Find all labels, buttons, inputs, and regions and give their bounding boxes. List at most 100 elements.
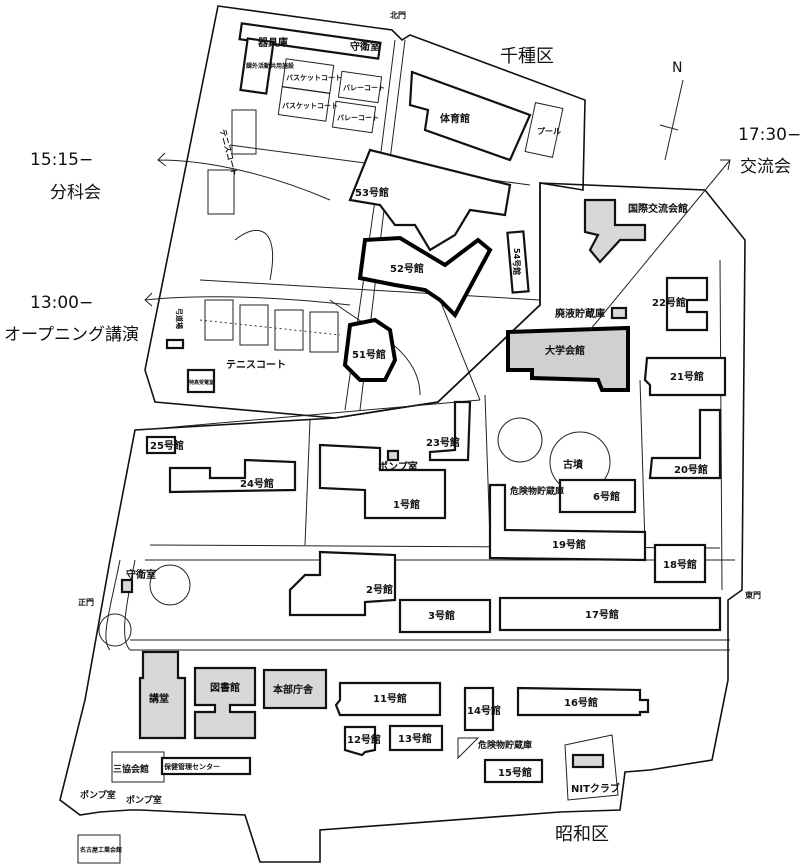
label-substation: 特高受電室: [189, 379, 214, 386]
kogyo-kaikan-box: [77, 834, 121, 864]
label-intl-house: 国際交流会館: [628, 202, 688, 215]
building-12: [343, 725, 377, 757]
building-2: [288, 550, 397, 617]
label-b52: 52号館: [390, 262, 424, 275]
label-b51: 51号館: [352, 348, 386, 361]
label-b14: 14号館: [467, 704, 501, 717]
building-16: [516, 686, 650, 717]
building-17: [498, 596, 722, 632]
east-gate-label[interactable]: 東門: [745, 590, 761, 600]
label-club-facility: 課外活動共用施設: [246, 62, 295, 70]
tennis-courts-south: [199, 299, 341, 353]
label-b1: 1号館: [393, 498, 420, 511]
label-b11: 11号館: [373, 692, 407, 705]
road: [304, 259, 723, 591]
basketball-court-2: [277, 86, 331, 122]
label-guard-main: 守衛室: [126, 568, 156, 581]
label-waste-storage: 廃液貯蔵庫: [555, 307, 605, 320]
building-20: [648, 408, 722, 480]
building-25: [145, 435, 177, 455]
tennis-court-west-1: [231, 109, 257, 155]
compass-line: [659, 79, 684, 161]
label-library: 図書館: [210, 681, 240, 694]
label-b19: 19号館: [552, 538, 586, 551]
pump-room-1: [386, 449, 400, 462]
label-volleyball-2: バレーコート: [337, 114, 379, 122]
arrow-1730: [589, 159, 731, 331]
compass-north-label: N: [672, 60, 682, 76]
tennis-court-west-2: [207, 169, 235, 215]
pool: [524, 102, 564, 158]
annotation-event-bunkakai: 分科会: [50, 183, 101, 203]
label-tennis-south: テニスコート: [226, 359, 286, 371]
roundabout: [149, 564, 191, 606]
building-14: [463, 686, 495, 732]
label-kogyo-kaikan: 名古屋工業会館: [80, 846, 122, 854]
label-b53: 53号館: [355, 186, 389, 199]
label-b22: 22号館: [652, 296, 686, 309]
label-b15: 15号館: [498, 766, 532, 779]
annotation-time-1730: 17:30−: [738, 125, 800, 145]
label-equipment: 器具庫: [257, 36, 288, 49]
label-b12: 12号館: [347, 733, 381, 746]
building-19: [488, 483, 647, 562]
volleyball-court-2: [331, 100, 377, 134]
label-sankyo: 三協会館: [113, 763, 149, 775]
label-gym: 体育館: [440, 112, 470, 125]
university-hall-building: [506, 325, 630, 392]
label-b21: 21号館: [670, 370, 704, 383]
gym-building: [408, 70, 532, 162]
label-b25: 25号館: [150, 439, 184, 452]
building-15: [483, 758, 544, 784]
building-13: [388, 724, 444, 752]
south-campus-boundary: [59, 182, 746, 863]
hazmat-storage-2-marker: [457, 737, 480, 760]
archery-range-marker: [165, 338, 185, 350]
nit-club-lot: [564, 734, 619, 801]
annotation-time-1300: 13:00−: [30, 293, 93, 313]
nit-club-building: [571, 753, 605, 769]
equipment-building: [238, 22, 382, 60]
label-hazmat-2: 危険物貯蔵庫: [477, 739, 532, 751]
label-volleyball-1: バレーコート: [343, 84, 385, 92]
building-23: [428, 400, 472, 462]
label-b18: 18号館: [663, 558, 697, 571]
building-51: [342, 317, 398, 382]
pond: [497, 417, 543, 463]
label-health: 保健管理センター: [163, 762, 220, 771]
label-b6: 6号館: [593, 490, 620, 503]
main-gate-label[interactable]: 正門: [78, 598, 94, 607]
district-south-label: 昭和区: [555, 824, 609, 845]
annotation-time-1515: 15:15−: [30, 150, 93, 170]
label-archery: 弓道場: [175, 308, 184, 329]
building-54: [506, 230, 530, 294]
road: [130, 639, 730, 651]
club-facility-building: [239, 37, 275, 95]
label-basketball-2: バスケットコート: [282, 102, 338, 110]
north-gate-label[interactable]: 北門: [390, 10, 406, 20]
building-21: [643, 356, 727, 397]
label-b2: 2号館: [366, 583, 393, 596]
label-admin: 本部庁舎: [273, 683, 314, 696]
label-basketball-1: バスケットコート: [286, 74, 342, 82]
library-building: [193, 666, 257, 740]
label-b23: 23号館: [426, 436, 460, 449]
main-gate-road: [105, 559, 136, 651]
main-gate-circle: [98, 613, 132, 647]
building-6: [558, 478, 637, 514]
label-kofun: 古墳: [563, 458, 584, 471]
building-53: [348, 148, 512, 252]
label-b24: 24号館: [240, 477, 274, 490]
annotation-event-opening: オープニング講演: [4, 325, 139, 345]
health-center-building: [160, 756, 252, 776]
label-pump-3: ポンプ室: [126, 794, 162, 806]
label-pump-1: ポンプ室: [378, 460, 418, 473]
substation-building: [186, 368, 216, 394]
label-b54: 54号館: [512, 248, 522, 275]
label-pool: プール: [537, 126, 561, 136]
building-3: [398, 598, 492, 634]
label-hazmat-1: 危険物貯蔵庫: [509, 485, 564, 497]
label-pump-2: ポンプ室: [80, 789, 116, 801]
label-b13: 13号館: [398, 732, 432, 745]
